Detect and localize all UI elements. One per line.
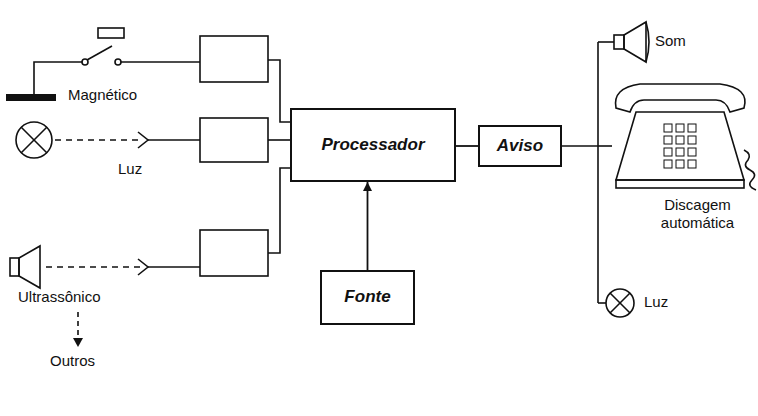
key xyxy=(676,148,684,156)
connector xyxy=(367,182,369,270)
key xyxy=(688,136,696,144)
key xyxy=(688,160,696,168)
interface-box xyxy=(200,230,268,276)
key xyxy=(664,148,672,156)
component-label: Discagem automática xyxy=(640,196,755,232)
key xyxy=(676,136,684,144)
telephone-keypad xyxy=(664,124,696,168)
key xyxy=(688,124,696,132)
component-label: Magnético xyxy=(68,86,137,104)
signal-wire xyxy=(268,60,290,122)
key xyxy=(676,124,684,132)
interface-box xyxy=(200,118,268,162)
component-label: Outros xyxy=(50,352,95,370)
key xyxy=(664,136,672,144)
horn-symbol xyxy=(614,22,649,62)
signal-wire xyxy=(268,139,290,141)
component-label: Som xyxy=(655,32,686,50)
key xyxy=(688,148,696,156)
component-label: Luz xyxy=(118,160,142,178)
box-title: Aviso xyxy=(497,136,543,156)
connector xyxy=(456,145,478,147)
telephone-illustration xyxy=(616,84,757,190)
more-sensors-arrow xyxy=(73,312,83,347)
interface-box xyxy=(200,36,268,82)
box-title: Processador xyxy=(322,135,425,155)
process-box: Aviso xyxy=(478,125,562,167)
lamp-symbol xyxy=(606,289,634,317)
key xyxy=(664,160,672,168)
component-label: Ultrassônico xyxy=(18,288,101,306)
output-wires xyxy=(562,42,614,303)
ultrasonic-speaker-symbol xyxy=(10,246,200,288)
key xyxy=(664,124,672,132)
component-label: Luz xyxy=(644,293,668,311)
key xyxy=(676,160,684,168)
light-source-symbol xyxy=(16,122,200,158)
process-box: Fonte xyxy=(320,270,415,325)
box-title: Fonte xyxy=(344,287,390,307)
signal-wire xyxy=(268,168,290,253)
process-box: Processador xyxy=(290,108,456,182)
